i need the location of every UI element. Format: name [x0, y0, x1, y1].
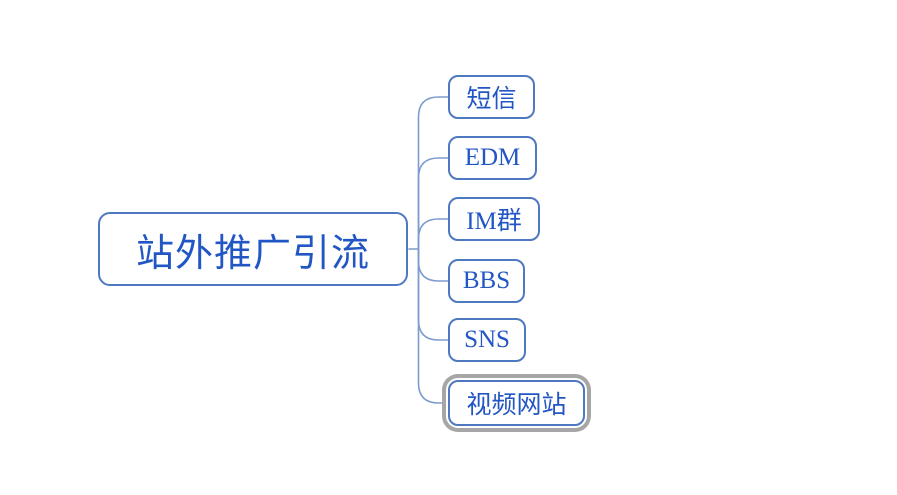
connector-to-bbs [417, 248, 449, 282]
connector-to-sns [417, 248, 449, 341]
node-edm[interactable]: EDM [448, 136, 537, 180]
connector-to-sms [417, 96, 449, 250]
node-video-sites-label: 视频网站 [466, 392, 567, 419]
node-im-group[interactable]: IM群 [448, 197, 540, 241]
node-sms-label: 短信 [466, 86, 517, 113]
node-im-group-label: IM群 [466, 208, 522, 235]
node-sns[interactable]: SNS [448, 318, 526, 362]
node-root-label: 站外推广引流 [135, 232, 370, 275]
node-sms[interactable]: 短信 [448, 75, 535, 119]
node-root-offsite-promotion[interactable]: 站外推广引流 [98, 212, 408, 286]
node-bbs[interactable]: BBS [448, 259, 525, 303]
node-video-sites[interactable]: 视频网站 [448, 380, 585, 426]
connector-to-edm [417, 157, 449, 250]
node-bbs-label: BBS [462, 267, 511, 294]
connector-to-im [417, 218, 449, 250]
connector-to-video [417, 248, 443, 404]
node-sns-label: SNS [464, 326, 510, 353]
node-edm-label: EDM [464, 144, 521, 171]
